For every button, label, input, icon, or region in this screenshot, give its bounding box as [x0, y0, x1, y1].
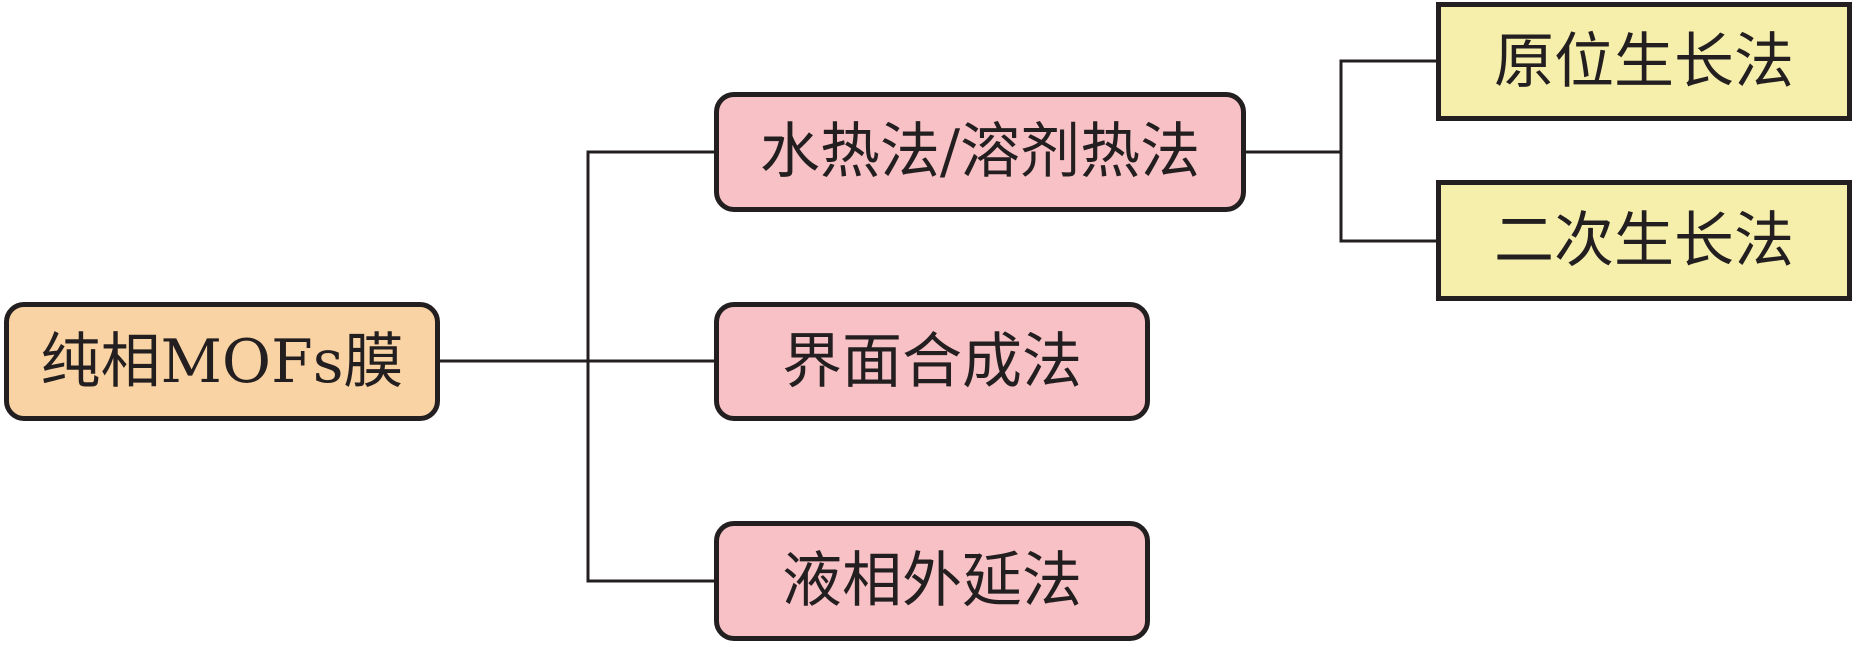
- node-root: 纯相MOFs膜: [4, 302, 440, 421]
- node-root-label: 纯相MOFs膜: [40, 326, 404, 397]
- node-interfacial-synthesis-label: 界面合成法: [782, 326, 1082, 397]
- node-in-situ-growth: 原位生长法: [1436, 2, 1852, 121]
- node-interfacial-synthesis: 界面合成法: [714, 302, 1150, 421]
- node-secondary-growth: 二次生长法: [1436, 180, 1852, 301]
- node-liquid-phase-epitaxy-label: 液相外延法: [782, 546, 1082, 616]
- node-in-situ-growth-label: 原位生长法: [1494, 26, 1794, 97]
- node-liquid-phase-epitaxy: 液相外延法: [714, 521, 1150, 641]
- node-hydrothermal-solvothermal: 水热法/溶剂热法: [714, 92, 1246, 212]
- node-hydrothermal-solvothermal-label: 水热法/溶剂热法: [759, 117, 1201, 187]
- node-secondary-growth-label: 二次生长法: [1494, 205, 1794, 276]
